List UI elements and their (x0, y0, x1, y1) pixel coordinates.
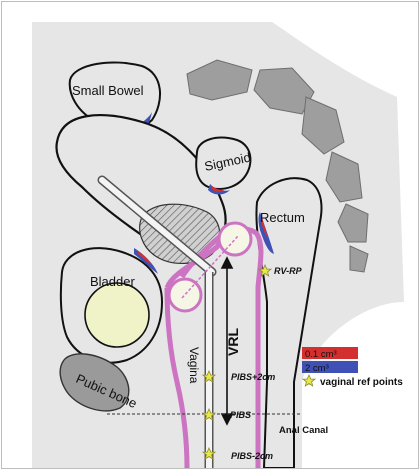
legend-label-star: vaginal ref points (320, 377, 403, 388)
legend-label-high: 0.1 cm³ (305, 349, 337, 360)
bladder-balloon (85, 283, 149, 347)
rectum-label: Rectum (260, 210, 305, 225)
legend-label-low: 2 cm³ (305, 363, 329, 374)
vrl-label: VRL (225, 328, 241, 356)
ovoid-upper (219, 223, 251, 255)
anal-canal-label: Anal Canal (279, 425, 328, 436)
pibs-label: PIBS (230, 410, 251, 420)
rv-rp-label: RV-RP (274, 266, 303, 276)
ovoid-lower (169, 279, 201, 311)
vagina-label: Vagina (187, 347, 201, 384)
bladder-label: Bladder (90, 274, 135, 289)
pibs-plus-2cm-label: PIBS+2cm (231, 372, 275, 382)
legend: 0.1 cm³ 2 cm³ vaginal ref points (302, 347, 403, 388)
legend-star-icon (303, 375, 315, 386)
small-bowel-label: Small Bowel (72, 83, 144, 98)
pibs-minus-2cm-label: PIBS-2cm (231, 451, 273, 461)
